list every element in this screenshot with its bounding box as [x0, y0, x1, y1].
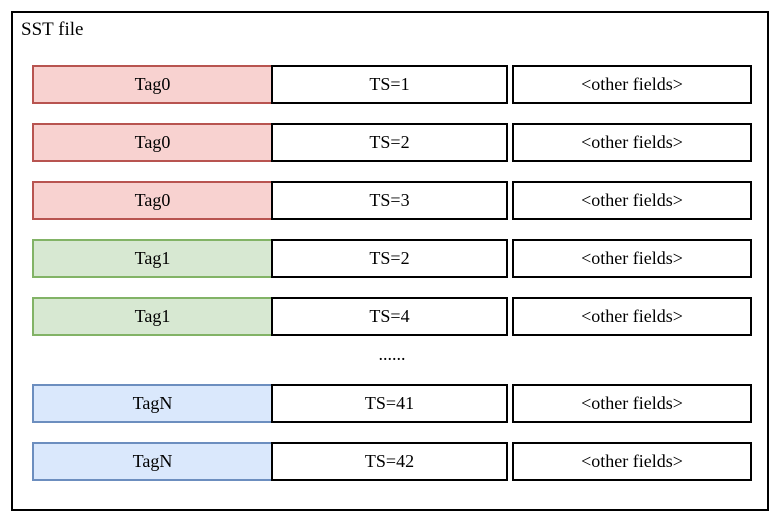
record-timestamp-label: TS=41 [364, 393, 415, 413]
record-row: Tag1 TS=2 <other fields> [32, 239, 752, 278]
record-tag-label: TagN [132, 451, 173, 471]
record-timestamp-cell: TS=4 [271, 297, 508, 336]
record-row: Tag1 TS=4 <other fields> [32, 297, 752, 336]
record-row: TagN TS=41 <other fields> [32, 384, 752, 423]
record-row: Tag0 TS=2 <other fields> [32, 123, 752, 162]
record-tag-cell: Tag1 [32, 297, 273, 336]
record-other-fields-label: <other fields> [581, 393, 683, 413]
record-tag-label: Tag1 [134, 248, 171, 268]
record-tag-label: TagN [132, 393, 173, 413]
record-timestamp-label: TS=42 [364, 451, 415, 471]
record-tag-label: Tag0 [134, 74, 171, 94]
record-tag-cell: Tag1 [32, 239, 273, 278]
record-tag-cell: TagN [32, 442, 273, 481]
record-timestamp-cell: TS=41 [271, 384, 508, 423]
record-row: Tag0 TS=1 <other fields> [32, 65, 752, 104]
record-other-fields-cell: <other fields> [512, 65, 752, 104]
record-tag-cell: Tag0 [32, 123, 273, 162]
record-other-fields-cell: <other fields> [512, 297, 752, 336]
record-timestamp-label: TS=3 [369, 190, 410, 210]
sst-file-container: SST file Tag0 TS=1 <other fields> Tag0 T… [11, 11, 769, 511]
record-tag-cell: TagN [32, 384, 273, 423]
record-row: TagN TS=42 <other fields> [32, 442, 752, 481]
record-timestamp-cell: TS=2 [271, 239, 508, 278]
record-tag-cell: Tag0 [32, 65, 273, 104]
record-other-fields-label: <other fields> [581, 451, 683, 471]
record-other-fields-cell: <other fields> [512, 442, 752, 481]
record-tag-label: Tag0 [134, 190, 171, 210]
record-tag-label: Tag0 [134, 132, 171, 152]
record-timestamp-label: TS=4 [369, 306, 410, 326]
record-other-fields-cell: <other fields> [512, 181, 752, 220]
record-row: Tag0 TS=3 <other fields> [32, 181, 752, 220]
record-timestamp-label: TS=2 [369, 248, 410, 268]
record-timestamp-label: TS=2 [369, 132, 410, 152]
record-other-fields-label: <other fields> [581, 306, 683, 326]
record-other-fields-label: <other fields> [581, 74, 683, 94]
record-other-fields-cell: <other fields> [512, 239, 752, 278]
record-timestamp-cell: TS=42 [271, 442, 508, 481]
record-tag-cell: Tag0 [32, 181, 273, 220]
record-other-fields-label: <other fields> [581, 190, 683, 210]
record-timestamp-cell: TS=2 [271, 123, 508, 162]
record-other-fields-cell: <other fields> [512, 384, 752, 423]
record-timestamp-cell: TS=3 [271, 181, 508, 220]
sst-file-label: SST file [21, 19, 84, 40]
record-other-fields-label: <other fields> [581, 248, 683, 268]
record-timestamp-cell: TS=1 [271, 65, 508, 104]
record-other-fields-cell: <other fields> [512, 123, 752, 162]
record-timestamp-label: TS=1 [369, 74, 410, 94]
ellipsis-label: ...... [378, 343, 406, 364]
records-ellipsis-row: ...... [32, 335, 752, 374]
record-tag-label: Tag1 [134, 306, 171, 326]
record-other-fields-label: <other fields> [581, 132, 683, 152]
